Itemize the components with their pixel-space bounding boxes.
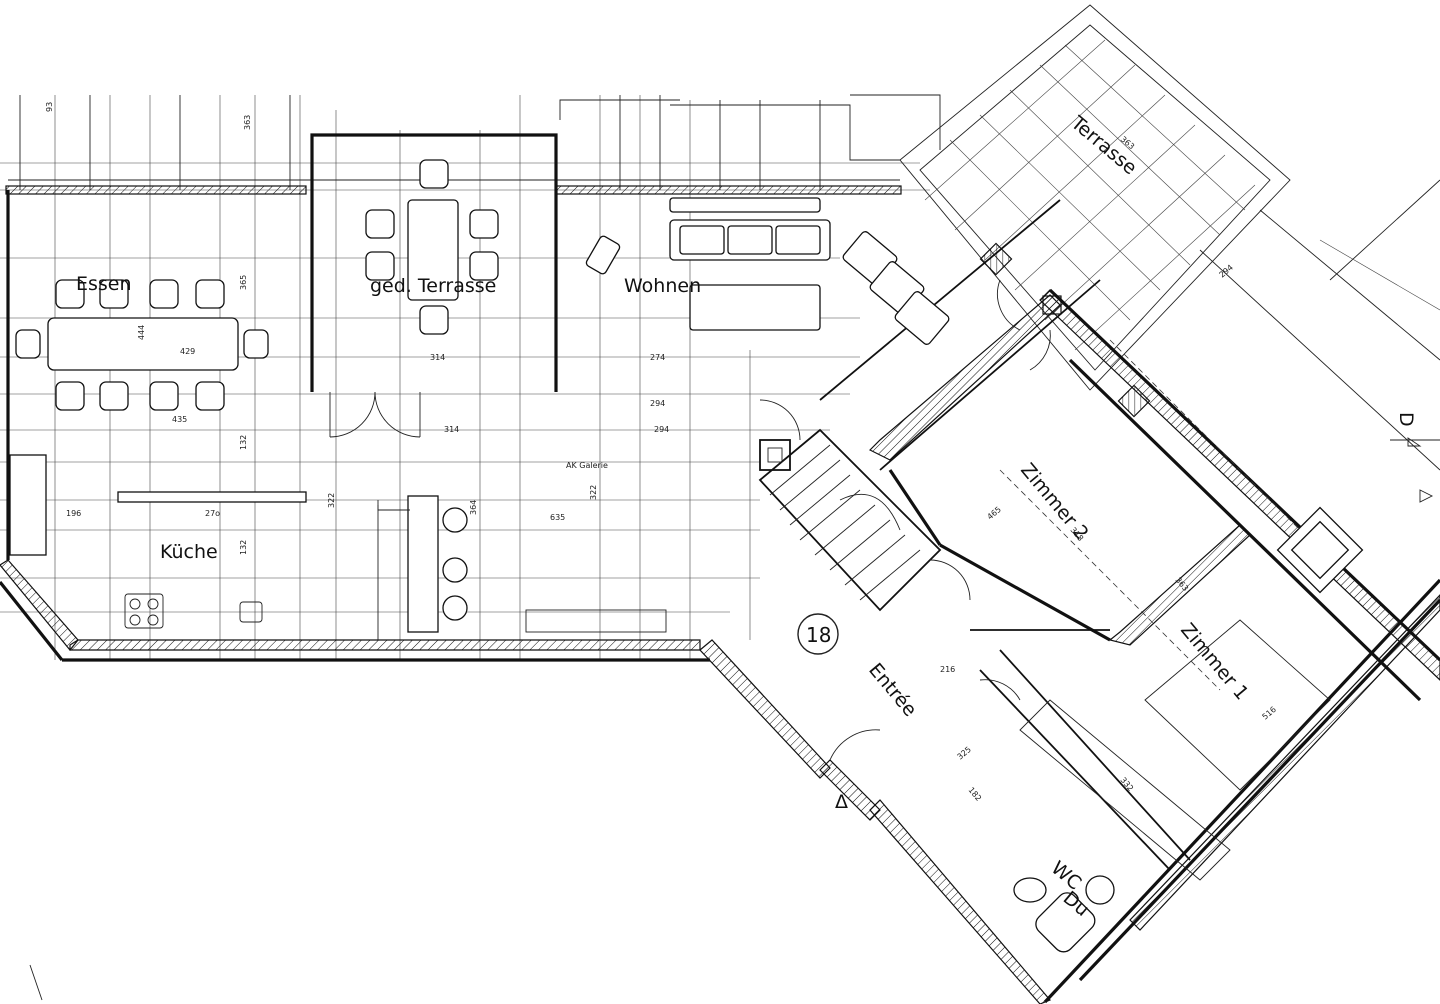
label-ged-terrasse: ged. Terrasse <box>370 275 496 297</box>
dim-mid1: 314 <box>430 353 445 362</box>
doors <box>329 279 1051 761</box>
annotations: AK Galerie D Δ <box>566 412 1440 813</box>
label-kueche: Küche <box>160 541 218 563</box>
dim-z2-h: 465 <box>986 505 1003 522</box>
dim-z1-b: 332 <box>1118 776 1135 793</box>
staircase <box>758 428 942 612</box>
dim-kueche-l: 196 <box>66 509 81 518</box>
outer-walls <box>0 133 1440 1004</box>
label-entree: Entrée <box>864 659 921 721</box>
dim-entree-a: 216 <box>940 665 955 674</box>
dim-essen-h: 444 <box>137 325 146 340</box>
pencil-mark <box>29 964 43 1001</box>
room-labels: Essen ged. Terrasse Wohnen Küche Terrass… <box>76 111 1253 921</box>
unit-number: 18 <box>806 623 831 647</box>
dim-essen-b: 435 <box>172 415 187 424</box>
dimension-labels: 429 444 435 365 27o 196 132 132 314 314 … <box>45 102 1278 803</box>
rotated-wing <box>819 4 1440 881</box>
dim-mid2: 314 <box>444 425 459 434</box>
dim-kueche-h1: 132 <box>239 435 248 450</box>
dim-z1-h: 516 <box>1261 705 1278 722</box>
grid-lines <box>0 95 930 660</box>
dim-entree-b: 182 <box>966 786 983 803</box>
label-wohnen: Wohnen <box>624 275 701 297</box>
label-zimmer1: Zimmer 1 <box>1176 619 1253 704</box>
annotation-ak-galerie: AK Galerie <box>566 461 608 470</box>
dim-top2: 93 <box>45 102 54 112</box>
label-essen: Essen <box>76 273 132 295</box>
dim-kueche-h2: 132 <box>239 540 248 555</box>
dim-wohnen-v: 322 <box>589 485 598 500</box>
dim-essen-v: 365 <box>239 275 248 290</box>
dim-right-w: 294 <box>1218 263 1235 280</box>
dim-entree-c: 325 <box>956 745 973 762</box>
dim-wohnen-d: 635 <box>550 513 565 522</box>
dim-kueche-w: 27o <box>205 509 220 518</box>
section-marker-d: D <box>1395 412 1417 427</box>
section-marker-d-left-arrow: Δ <box>835 791 848 813</box>
dim-wohnen-w: 274 <box>650 353 665 362</box>
dim-mid4: 364 <box>469 500 478 515</box>
upper-outline <box>8 94 941 181</box>
label-wc: WC <box>1047 857 1086 894</box>
dim-mid3: 322 <box>327 493 336 508</box>
dim-wohnen-c: 294 <box>654 425 669 434</box>
dim-top1: 363 <box>243 115 252 130</box>
furniture <box>9 159 1115 953</box>
dim-essen-w: 429 <box>180 347 195 356</box>
unit-number-badge: 18 <box>797 613 839 655</box>
dim-wohnen-b: 294 <box>650 399 665 408</box>
